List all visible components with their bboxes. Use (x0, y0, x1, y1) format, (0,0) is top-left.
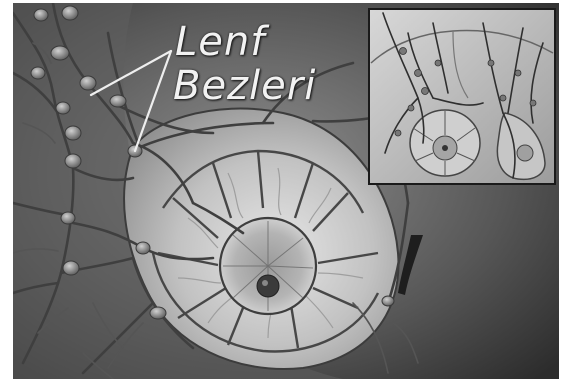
label-lymph-nodes-line-2: Bezleri (173, 66, 316, 106)
breast-lymph-diagram (13, 3, 559, 379)
lymph-node (56, 102, 70, 114)
lymph-node (65, 126, 81, 140)
lymph-node (61, 212, 75, 224)
lymph-node (150, 307, 166, 319)
lymph-node (63, 261, 79, 275)
lymph-node (80, 76, 96, 90)
label-lymph-nodes-line-1: Lenf (175, 22, 265, 62)
nipple (257, 275, 279, 297)
lymph-node (110, 95, 126, 107)
lymph-node (62, 6, 78, 20)
anatomy-illustration: Lenf Bezleri (13, 3, 559, 379)
inset-torso-view (369, 9, 555, 184)
lymph-node (382, 296, 394, 306)
lymph-node (51, 46, 69, 60)
lymph-node (136, 242, 150, 254)
lymph-node (31, 67, 45, 79)
lymph-node (34, 9, 48, 21)
lymph-node (65, 154, 81, 168)
